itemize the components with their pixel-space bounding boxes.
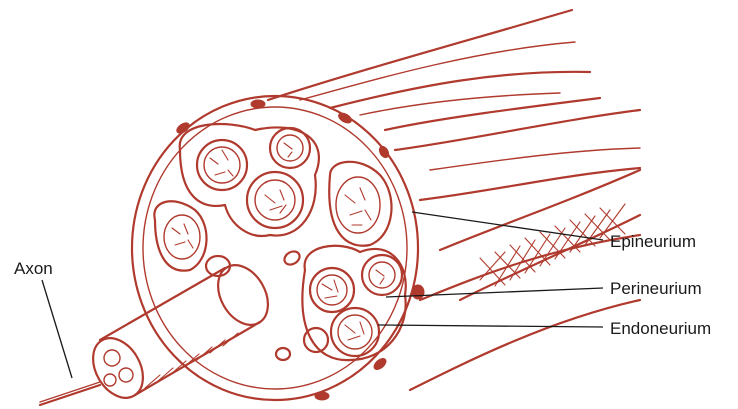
axon-label: Axon [14,259,53,278]
epineurium-leader [412,212,603,240]
fascicle-top-cluster [180,124,319,236]
fascicle-right-upper [329,162,391,246]
axon-leader [42,280,72,378]
fascicle-left [154,201,206,270]
endoneurium-label: Endoneurium [610,319,711,338]
epineurium-label: Epineurium [610,232,696,251]
nerve-trunk-lines [268,10,640,390]
perineurium-label: Perineurium [610,279,702,298]
fascicle-lower-right [302,246,405,360]
endoneurium-leader [378,325,603,327]
